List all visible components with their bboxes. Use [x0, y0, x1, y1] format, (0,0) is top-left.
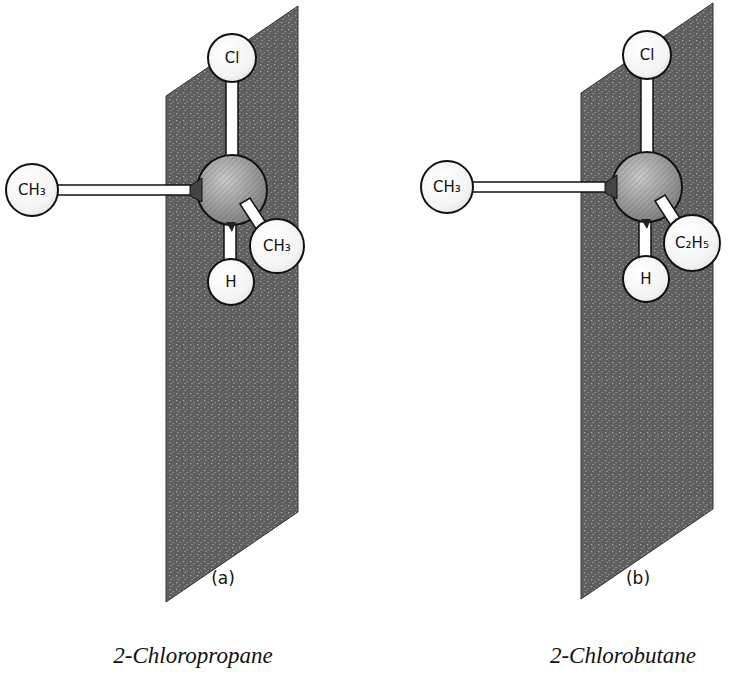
atom-ball: H	[207, 258, 255, 306]
atom-symbol: Cl	[225, 51, 240, 66]
atom-symbol: H	[640, 272, 651, 287]
atom-ball: Cl	[622, 30, 672, 80]
molecule-name: 2-Chlorobutane	[550, 643, 696, 669]
bond-socket	[226, 222, 236, 232]
mirror-plane	[166, 6, 298, 602]
atom-symbol: CH₃	[263, 239, 291, 254]
ball-stick-model	[52, 6, 298, 602]
bond-stick	[52, 185, 202, 195]
bond-socket	[190, 178, 202, 202]
atom-ball: Cl	[207, 33, 257, 83]
atom-ball: CH₃	[249, 218, 305, 274]
molecule-name: 2-Chloropropane	[113, 643, 272, 669]
panel-letter: (b)	[626, 568, 650, 588]
atom-ball: C₂H₅	[663, 214, 721, 272]
atom-symbol: Cl	[640, 48, 655, 63]
atom-symbol: CH₃	[433, 180, 461, 195]
atom-ball: CH₃	[420, 160, 474, 214]
bond-stick	[226, 80, 238, 164]
atom-ball: H	[622, 255, 670, 303]
atom-symbol: H	[225, 275, 236, 290]
atom-symbol: C₂H₅	[675, 236, 709, 251]
atom-symbol: CH₃	[18, 183, 46, 198]
panel-letter: (a)	[211, 568, 235, 588]
atom-ball: CH₃	[5, 163, 59, 217]
ball-stick-model	[467, 3, 713, 599]
